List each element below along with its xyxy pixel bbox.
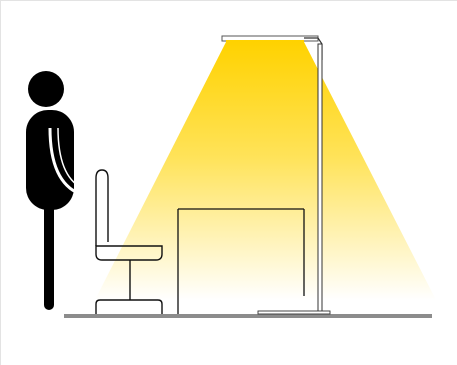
person-arm — [48, 127, 81, 196]
floor-line — [64, 314, 432, 318]
desk — [177, 208, 305, 314]
chair-backrest — [95, 169, 109, 246]
lamp-pole — [317, 43, 323, 313]
person-leg — [44, 200, 54, 310]
standing-person — [26, 71, 83, 310]
office-chair — [95, 169, 163, 314]
floor-lamp — [221, 35, 331, 315]
light-cone — [95, 42, 436, 300]
lamp-base — [257, 310, 331, 315]
person-body — [26, 110, 74, 210]
chair-seat — [95, 245, 163, 261]
person-head — [28, 71, 64, 107]
